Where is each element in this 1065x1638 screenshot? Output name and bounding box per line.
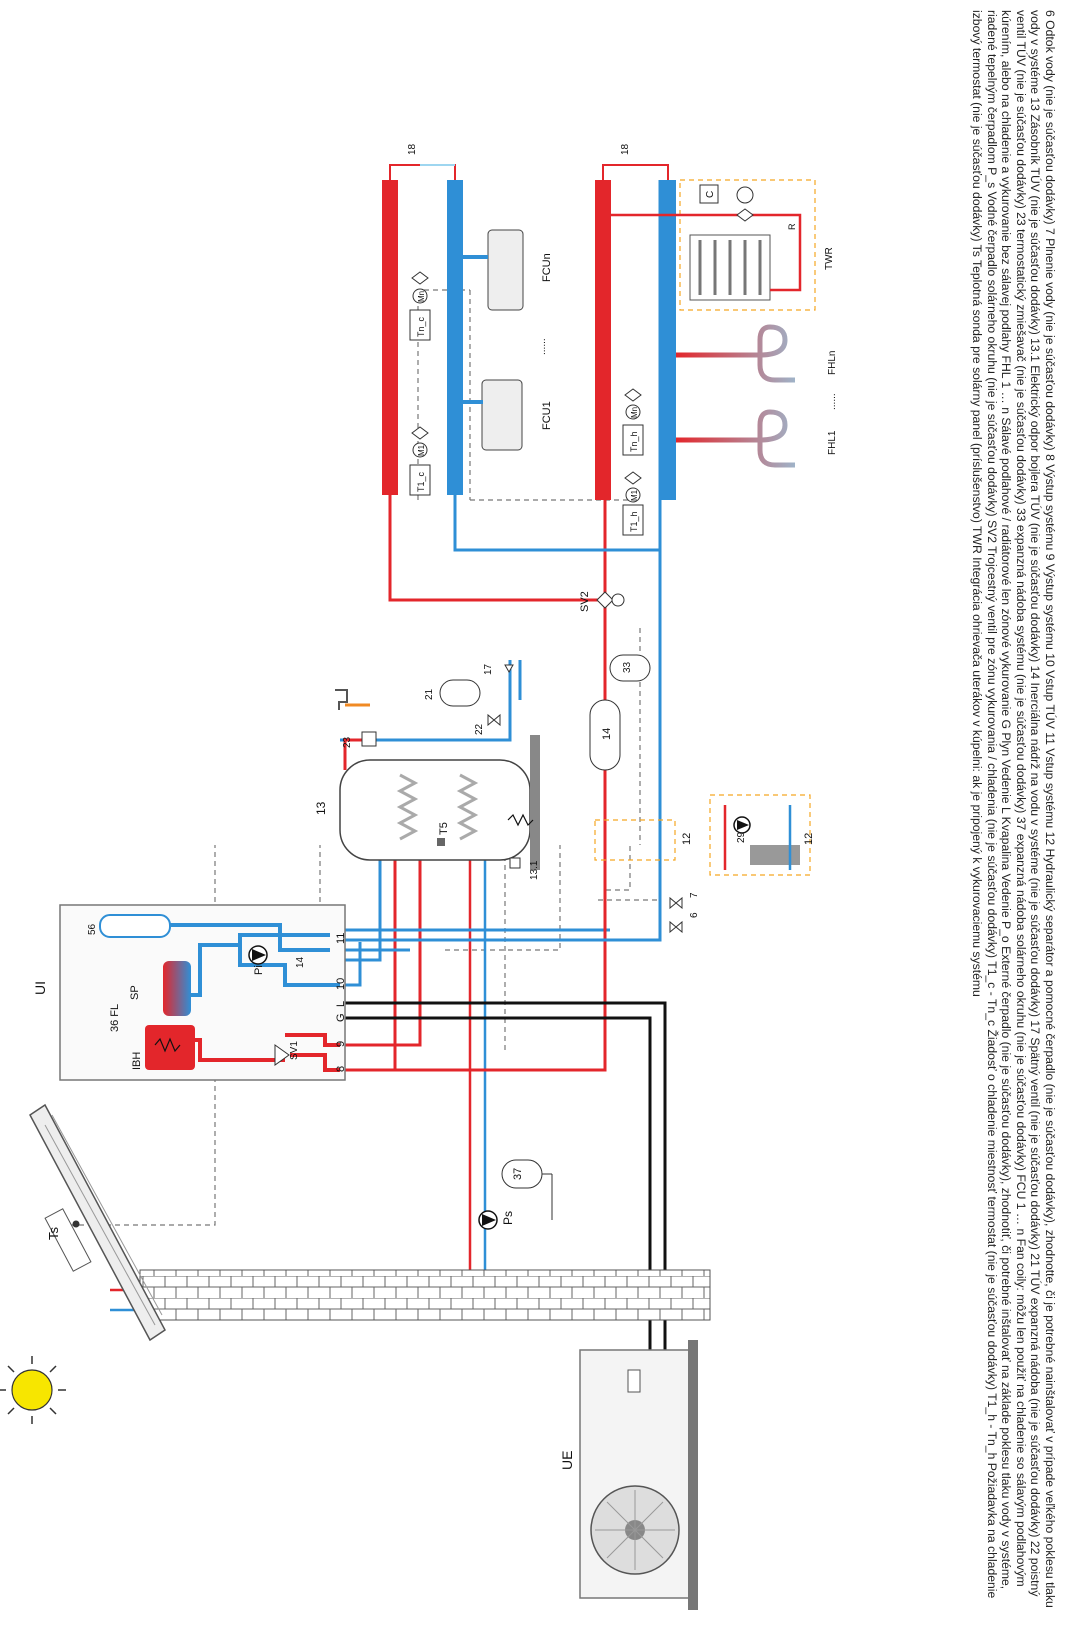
expansion-tank-37: [501, 1159, 553, 1220]
fhl1-label: FHL1: [827, 430, 838, 455]
pi-label: Pi: [253, 965, 265, 975]
fhl-dots: ......: [827, 393, 838, 410]
t1h-thermostat: [622, 504, 644, 536]
sep12b-label: 12: [803, 833, 815, 845]
port-8: 8: [335, 1066, 347, 1072]
legend-text: 6 Odtok vody (nie je súčasťou dodávky) 7…: [970, 10, 1057, 1608]
v17-label: 17: [483, 663, 494, 675]
cooling-manifold: [382, 164, 463, 495]
towel-radiator: [611, 179, 816, 311]
port-9: 9: [335, 1041, 347, 1047]
port-l: L: [335, 1001, 347, 1007]
ui-14-label: 14: [295, 956, 306, 968]
ibh-label: IBH: [131, 1052, 143, 1070]
legend-panel: 6 Odtok vody (nie je súčasťou dodávky) 7…: [890, 0, 1065, 1638]
twr-r-label: R: [787, 223, 797, 230]
v23-label: 23: [342, 736, 353, 748]
dhw-fittings: [335, 664, 514, 747]
ts-label: Ts: [46, 1227, 61, 1241]
port-10: 10: [335, 978, 347, 990]
air18a-label: 18: [407, 143, 418, 155]
fhln-label: FHLn: [827, 351, 838, 375]
ue-label: UE: [559, 1451, 575, 1470]
fcu-dots: ......: [537, 338, 548, 355]
sv1-label: SV1: [289, 1041, 300, 1060]
t1c-label: T1_c: [416, 471, 426, 492]
m1h-label: M1: [630, 489, 639, 501]
heater-13-1-label: 13.1: [529, 860, 540, 880]
outdoor-unit: [579, 1340, 698, 1610]
dhw-tank: [339, 735, 540, 870]
tnh-thermostat: [622, 424, 644, 456]
expansion-tank-33: [609, 654, 651, 682]
mnc-label: Mn: [417, 291, 426, 302]
sv2-valve-icon: [596, 591, 625, 609]
sep12a-label: 12: [681, 833, 693, 845]
fhln-loop: [676, 324, 795, 383]
t1c-thermostat: [409, 464, 431, 496]
sv1-valve-icon: [274, 1044, 290, 1066]
wall: [139, 1269, 711, 1321]
solar-panel: [29, 1103, 166, 1342]
inertia-tank-14: [589, 699, 621, 771]
ts-sensor-icon: [72, 1220, 80, 1228]
twr-label: TWR: [824, 247, 835, 270]
port-g: G: [335, 1013, 347, 1022]
tank14-label: 14: [601, 728, 613, 740]
fcu1-unit: [463, 379, 523, 451]
ui-label: UI: [32, 981, 48, 995]
ibh-heater: [145, 1025, 195, 1070]
drain-fill-valves: [669, 896, 683, 934]
sun-icon: [0, 1356, 66, 1424]
tnc-label: Tn_c: [416, 316, 426, 337]
separator-12-slot: [594, 819, 676, 861]
v6-label: 6: [689, 912, 700, 918]
ui-56-label: 56: [87, 923, 98, 935]
heating-manifold: [595, 164, 676, 500]
ui-internal-piping: [100, 923, 340, 1072]
dhw-13-label: 13: [314, 801, 328, 815]
tank21-label: 21: [424, 688, 435, 700]
unit-56: [99, 914, 171, 938]
t1h-label: T1_h: [629, 511, 639, 532]
ports: 8 9 G L 10 11: [335, 933, 347, 1072]
tank33-label: 33: [622, 661, 633, 673]
m1c-label: M1: [417, 444, 426, 456]
tnc-thermostat: [409, 309, 431, 341]
v7-label: 7: [689, 892, 700, 898]
fcun-unit: [463, 229, 524, 311]
sp-label: SP: [129, 985, 141, 1000]
twr-c-label: C: [705, 191, 716, 198]
fcu1-label: FCU1: [541, 401, 553, 430]
fl-label: 36 FL: [109, 1004, 121, 1032]
fcun-label: FCUn: [541, 253, 553, 282]
mnh-label: Mn: [630, 407, 639, 418]
t5-label: T5: [438, 822, 450, 835]
pi-pump-icon: [248, 945, 268, 965]
tank37-label: 37: [512, 1168, 524, 1180]
solar-pump-icon: [478, 1210, 498, 1230]
cooling-zone-valves: [411, 271, 429, 458]
sv2-label: SV2: [579, 591, 591, 612]
pump29-label: 29: [736, 831, 747, 843]
separator-12-detail: [709, 794, 811, 876]
tnh-label: Tn_h: [629, 431, 639, 452]
v22-label: 22: [474, 723, 485, 735]
air18b-label: 18: [620, 143, 631, 155]
ps-label: Ps: [501, 1211, 515, 1225]
separator-sp: [163, 961, 191, 1016]
fhl1-loop: [676, 409, 795, 468]
control-wiring: [70, 289, 660, 1226]
heating-zone-valves: [624, 388, 642, 503]
heater-13-1: [509, 857, 521, 869]
port-11: 11: [335, 933, 347, 944]
